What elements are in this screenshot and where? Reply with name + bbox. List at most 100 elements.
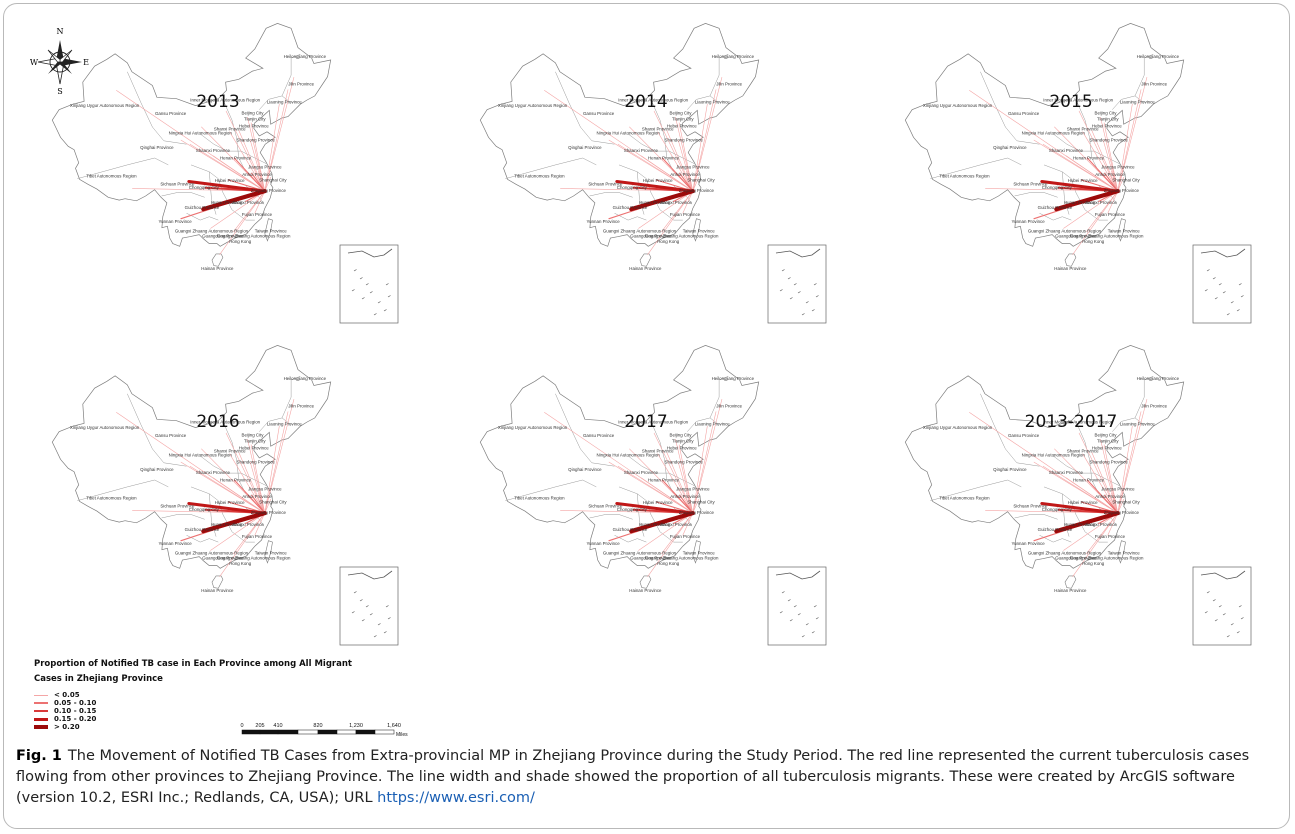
province-border	[259, 95, 292, 110]
province-label: Zhejiang Province	[679, 188, 715, 193]
island-outline	[264, 540, 273, 564]
flow-line	[180, 461, 266, 514]
province-border	[209, 493, 217, 537]
province-label: Tibet Autonomous Region	[939, 495, 990, 500]
province-border	[555, 71, 615, 145]
inset-frame	[1192, 566, 1252, 646]
inset-island	[385, 605, 389, 608]
province-label: Shanxi Province	[642, 448, 674, 453]
inset-frame	[339, 566, 399, 646]
province-label: Inner Mongolia Autonomous Region	[1043, 419, 1113, 424]
legend-label: 0.10 - 0.15	[54, 707, 97, 715]
flow-line	[1086, 157, 1119, 192]
flow-line	[661, 512, 694, 555]
province-label: Hebei Province	[667, 124, 697, 129]
flow-line	[1078, 110, 1119, 192]
flow-line	[629, 189, 695, 212]
inset-island	[1204, 611, 1208, 614]
province-label: Shanxi Province	[1067, 126, 1099, 131]
province-label: Jiangxi Province	[660, 522, 693, 527]
province-label: Hunan Province	[639, 200, 671, 205]
flow-line	[544, 412, 694, 514]
province-label: Jilin Province	[288, 82, 314, 87]
scale-bar-unit: Miles	[396, 732, 408, 738]
flow-line	[225, 110, 266, 192]
inset-coastline	[347, 248, 393, 258]
flow-line	[682, 512, 694, 536]
inset-island	[815, 295, 819, 298]
province-label: Heilongjiang Province	[712, 54, 755, 59]
island-outline	[692, 540, 701, 564]
province-label: Hainan Province	[629, 266, 662, 271]
province-label: Sichuan Province	[588, 504, 623, 509]
province-label: Liaoning Province	[267, 422, 302, 427]
scale-bar-tick: 820	[313, 723, 322, 729]
flow-line	[615, 502, 695, 515]
province-label: Guangxi Zhuang Autonomous Region	[217, 555, 291, 560]
province-label: Hunan Province	[639, 522, 671, 527]
inset-island	[1206, 269, 1210, 272]
province-label: Xinjiang Uygur Autonomous Region	[923, 103, 993, 108]
inset-island	[369, 291, 373, 294]
province-label: Tibet Autonomous Region	[514, 173, 565, 178]
province-label: Shanghai City	[259, 500, 287, 505]
flow-line	[686, 492, 694, 514]
island-outline	[1064, 575, 1077, 589]
province-label: Jiangxi Province	[232, 200, 265, 205]
scale-bar-segment	[317, 729, 338, 735]
inset-island	[805, 301, 809, 304]
inset-coastline	[775, 248, 821, 258]
province-border	[281, 376, 301, 419]
island-outline	[1117, 218, 1126, 242]
province-label: Beijing City	[1095, 111, 1118, 116]
inset-island	[1212, 599, 1216, 602]
province-label: Guangxi Zhuang Autonomous Region	[645, 555, 719, 560]
inset-island	[359, 277, 363, 280]
flow-line	[1063, 512, 1119, 551]
province-border	[627, 133, 670, 152]
flow-line	[629, 510, 695, 534]
province-border	[77, 479, 169, 501]
panel-year-label: 2014	[624, 92, 668, 112]
province-label: Hunan Province	[211, 200, 243, 205]
province-label: Inner Mongolia Autonomous Region	[618, 97, 688, 102]
flow-line	[692, 103, 708, 192]
inset-coastline	[1200, 248, 1246, 258]
caption-url-link[interactable]: https://www.esri.com/	[377, 790, 535, 806]
flow-line	[969, 90, 1119, 192]
province-label: Jiangsu Province	[248, 486, 282, 491]
province-label: Ningxia Hui Autonomous Region	[1022, 453, 1086, 458]
province-label: Hunan Province	[1064, 522, 1096, 527]
flow-line	[661, 157, 694, 192]
flow-line	[692, 411, 717, 514]
legend-swatch	[34, 710, 48, 712]
inset-island	[369, 613, 373, 616]
province-label: Inner Mongolia Autonomous Region	[190, 419, 260, 424]
province-label: Hubei Province	[643, 500, 673, 505]
inset-island	[359, 599, 363, 602]
province-label: Guangdong Province	[630, 555, 672, 560]
flow-line	[647, 190, 694, 255]
province-label: Sichuan Province	[1013, 182, 1048, 187]
province-label: Yunnan Province	[586, 541, 620, 546]
province-label: Jiangsu Province	[676, 164, 710, 169]
inset-island	[373, 635, 377, 638]
province-label: Tianjin City	[1097, 439, 1119, 444]
inset-island	[383, 309, 387, 312]
province-label: Yunnan Province	[158, 541, 192, 546]
flow-line	[238, 130, 266, 192]
scale-bar-segment	[277, 729, 299, 735]
province-label: Hainan Province	[1054, 588, 1087, 593]
province-label: Hubei Province	[1068, 500, 1098, 505]
province-label: Jilin Province	[288, 404, 314, 409]
inset-island	[779, 289, 783, 292]
province-label: Sichuan Province	[588, 182, 623, 187]
province-label: Anhui Province	[1095, 494, 1125, 499]
flow-line	[201, 189, 267, 212]
province-label: Shanxi Province	[1067, 448, 1099, 453]
province-label: Jilin Province	[1141, 82, 1167, 87]
scale-bar-segment	[374, 729, 395, 735]
inset-island	[781, 591, 785, 594]
